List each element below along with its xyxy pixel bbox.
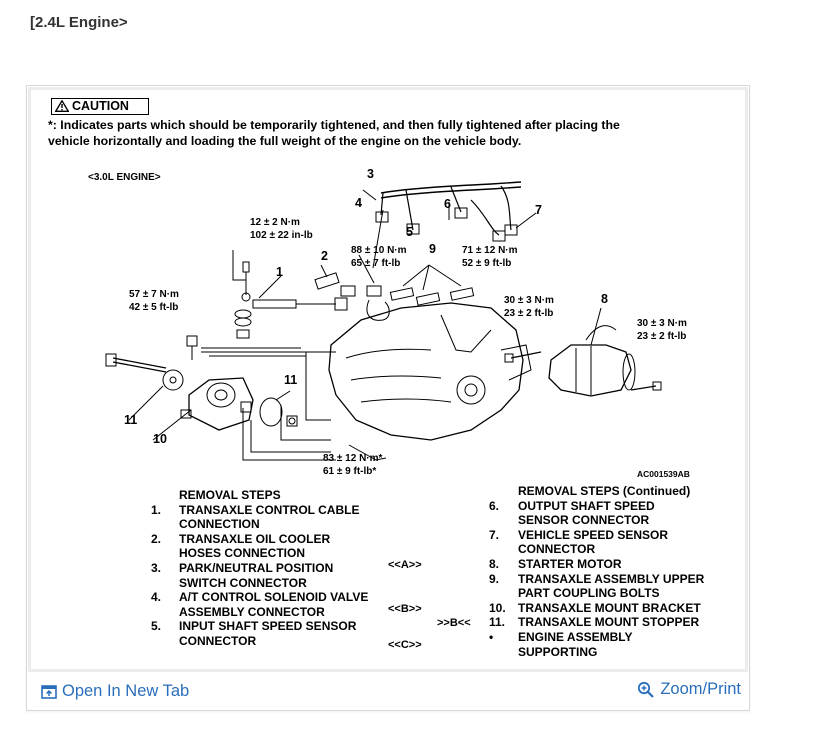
torque-4a: 57 ± 7 N·m (129, 289, 179, 300)
callout-10: 10 (153, 432, 167, 446)
torque-6a: 30 ± 3 N·m (637, 318, 687, 329)
torque-3b: 52 ± 9 ft-lb (462, 258, 512, 269)
torque-7a: 83 ± 12 N·m* (323, 453, 383, 464)
caution-note-line1: *: Indicates parts which should be tempo… (48, 118, 620, 132)
callout-8: 8 (601, 292, 608, 306)
ref-c: <<C>> (388, 639, 422, 651)
callout-2: 2 (321, 249, 328, 263)
torque-5a: 30 ± 3 N·m (504, 295, 554, 306)
torque-2b: 65 ± 7 ft-lb (351, 258, 401, 269)
torque-6b: 23 ± 2 ft-lb (637, 331, 687, 342)
ref-a: <<A>> (388, 559, 422, 571)
caution-label: CAUTION (72, 99, 129, 113)
torque-2a: 88 ± 10 N·m (351, 245, 407, 256)
zoom-icon (638, 681, 655, 698)
removal-steps-header: REMOVAL STEPS (179, 488, 281, 502)
torque-4b: 42 ± 5 ft-lb (129, 302, 179, 313)
step-item: 10.TRANSAXLE MOUNT BRACKET (489, 600, 701, 615)
figure-card: CAUTION *: Indicates parts which should … (26, 85, 750, 711)
caution-note: *: Indicates parts which should be tempo… (48, 117, 698, 149)
callout-3: 3 (367, 167, 374, 181)
ref-b: <<B>> (388, 603, 422, 615)
transaxle-diagram (105, 181, 662, 461)
callout-6: 6 (444, 197, 451, 211)
zoom-print-label: Zoom/Print (660, 680, 741, 698)
open-in-new-tab-label: Open In New Tab (62, 682, 190, 700)
callout-1: 1 (276, 265, 283, 279)
open-in-new-tab-link[interactable]: Open In New Tab (41, 682, 189, 701)
torque-5b: 23 ± 2 ft-lb (504, 308, 554, 319)
figure-code: AC001539AB (637, 469, 690, 479)
callout-4: 4 (355, 196, 362, 210)
open-new-tab-icon (41, 684, 57, 699)
callout-11-left: 11 (124, 413, 138, 427)
callout-5: 5 (406, 225, 413, 239)
step-item: 11.TRANSAXLE MOUNT STOPPER (489, 615, 700, 630)
warning-icon (55, 100, 69, 112)
zoom-print-link[interactable]: Zoom/Print (637, 680, 741, 699)
torque-3a: 71 ± 12 N·m (462, 245, 518, 256)
section-title: [2.4L Engine> (30, 14, 128, 31)
engine-label: <3.0L ENGINE> (88, 172, 161, 183)
caution-box: CAUTION (51, 98, 149, 115)
removal-steps-continued-header: REMOVAL STEPS (Continued) (518, 484, 691, 498)
ref-b-right: >>B<< (437, 617, 471, 629)
callout-7: 7 (535, 203, 542, 217)
removal-steps-right: REMOVAL STEPS (Continued) 6.OUTPUT SHAFT… (489, 484, 704, 659)
torque-7b: 61 ± 9 ft-lb* (323, 466, 377, 477)
callout-9: 9 (429, 242, 436, 256)
caution-note-line2: vehicle horizontally and loading the ful… (48, 134, 522, 148)
figure-image[interactable]: CAUTION *: Indicates parts which should … (31, 90, 745, 669)
callout-11-stopper: 11 (284, 373, 298, 387)
figure-frame: CAUTION *: Indicates parts which should … (28, 87, 748, 672)
torque-1b: 102 ± 22 in-lb (250, 230, 313, 241)
step-item: 8.STARTER MOTOR (489, 556, 622, 571)
torque-1a: 12 ± 2 N·m (250, 217, 300, 228)
figure-footer: Open In New Tab Zoom/Print (27, 672, 749, 710)
